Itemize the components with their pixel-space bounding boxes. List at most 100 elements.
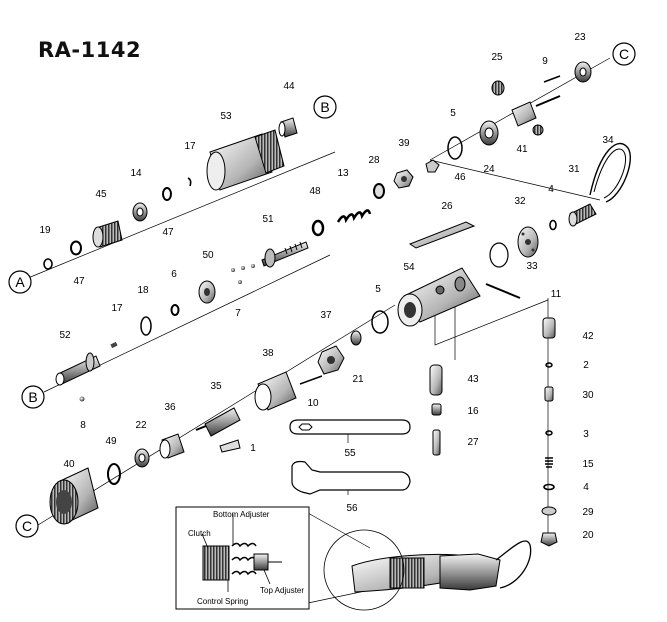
- part-22-bearing: [134, 448, 150, 468]
- part-label-11: 11: [551, 289, 562, 300]
- part-21-bearing: [350, 330, 362, 346]
- part-label-22: 22: [135, 420, 147, 431]
- part-31-inlet: [568, 203, 597, 227]
- part-label-8: 8: [80, 420, 86, 431]
- part-label-19: 19: [39, 225, 51, 236]
- part-label-49: 49: [105, 436, 117, 447]
- part-53-head-housing: [206, 129, 285, 191]
- part-13-spring: [336, 209, 372, 224]
- part-label-38: 38: [262, 348, 274, 359]
- part-label-31: 31: [568, 164, 580, 175]
- part-label-17: 17: [111, 303, 123, 314]
- part-label-34: 34: [602, 135, 614, 146]
- valve-column: [540, 317, 558, 547]
- part-3-oring: [545, 430, 553, 436]
- part-54-motor-housing: [397, 267, 481, 327]
- inset-label-top-adjuster: Top Adjuster: [260, 586, 304, 595]
- part-label-4b: 4: [548, 184, 554, 195]
- part-49-oring: [107, 463, 121, 485]
- part-label-16: 16: [467, 406, 479, 417]
- part-48-washer: [311, 219, 325, 237]
- part-41-carrier: [511, 95, 561, 136]
- part-label-53: 53: [220, 111, 232, 122]
- part-label-9: 9: [542, 56, 548, 67]
- part-35-rotor: [195, 407, 241, 437]
- connector-circles: [8, 42, 636, 538]
- part-label-7: 7: [235, 308, 241, 319]
- part-26-lever: [408, 221, 476, 249]
- part-27-valve-stem: [432, 429, 441, 456]
- part-label-48: 48: [309, 186, 321, 197]
- part-label-28: 28: [368, 155, 380, 166]
- part-label-2: 2: [583, 360, 589, 371]
- part-52-spindle: [55, 352, 101, 386]
- part-label-21: 21: [352, 374, 364, 385]
- part-17b-pin: [110, 341, 118, 349]
- part-36-sleeve: [159, 433, 185, 459]
- part-7-balls: [231, 264, 255, 284]
- connector-b-left: B: [28, 389, 37, 405]
- inset-box: [175, 506, 310, 610]
- part-label-27: 27: [467, 437, 479, 448]
- connector-c-top: C: [619, 46, 629, 62]
- part-8-ball: [79, 396, 85, 402]
- part-4b-washer: [543, 483, 555, 491]
- part-label-25: 25: [491, 52, 503, 63]
- part-label-36: 36: [164, 402, 176, 413]
- part-label-4: 4: [583, 482, 589, 493]
- part-4-washer: [549, 219, 557, 231]
- part-label-40: 40: [63, 459, 75, 470]
- part-18-oring: [140, 316, 152, 336]
- part-label-37: 37: [320, 310, 332, 321]
- part-20-cap: [540, 532, 558, 547]
- part-label-13: 13: [337, 168, 349, 179]
- part-label-6: 6: [171, 269, 177, 280]
- part-label-47: 47: [73, 276, 85, 287]
- part-label-43: 43: [467, 374, 479, 385]
- part-label-1: 1: [250, 443, 256, 454]
- part-37-rear-plate: [317, 345, 345, 375]
- part-label-29: 29: [582, 507, 594, 518]
- connector-a: A: [15, 274, 25, 290]
- part-33-gasket: [489, 242, 509, 268]
- part-label-42: 42: [582, 331, 594, 342]
- part-label-30: 30: [582, 390, 594, 401]
- trigger-column: [429, 364, 443, 456]
- part-5-oring: [371, 310, 389, 334]
- part-label-24: 24: [483, 164, 495, 175]
- part-23-bearing: [574, 61, 592, 83]
- part-17-clip: [187, 177, 192, 187]
- part-24-bearing: [479, 120, 499, 146]
- axis-lines: [27, 57, 611, 604]
- inset-label-bottom-adjuster: Bottom Adjuster: [213, 510, 270, 519]
- part-42-valve-seat: [542, 317, 556, 339]
- part-2-oring: [545, 362, 553, 368]
- part-label-3: 3: [583, 429, 589, 440]
- part-label-51: 51: [262, 214, 274, 225]
- part-19-washer: [43, 258, 53, 270]
- part-11-pin: [485, 283, 521, 299]
- part-40-clutch-housing: [49, 467, 99, 525]
- part-45-gear: [92, 220, 123, 248]
- part-55-wrench: [289, 419, 411, 435]
- part-38-cylinder: [254, 371, 297, 411]
- part-label-45: 45: [95, 189, 107, 200]
- part-label-46: 46: [454, 172, 466, 183]
- part-43-trigger-pin: [429, 364, 443, 396]
- part-label-41: 41: [516, 144, 528, 155]
- part-label-14: 14: [130, 168, 142, 179]
- part-label-5b: 5: [450, 108, 456, 119]
- part-label-35: 35: [210, 381, 222, 392]
- part-5b-oring: [447, 136, 463, 160]
- part-15-spring: [545, 457, 553, 468]
- part-6-washer: [170, 304, 180, 316]
- part-label-33: 33: [526, 261, 538, 272]
- part-34-hanger: [589, 142, 631, 203]
- part-25-gear: [491, 80, 505, 96]
- part-32-end-plate: [517, 226, 539, 258]
- model-title: RA-1142: [38, 38, 142, 62]
- part-label-32: 32: [514, 196, 526, 207]
- part-label-47b: 47: [162, 227, 174, 238]
